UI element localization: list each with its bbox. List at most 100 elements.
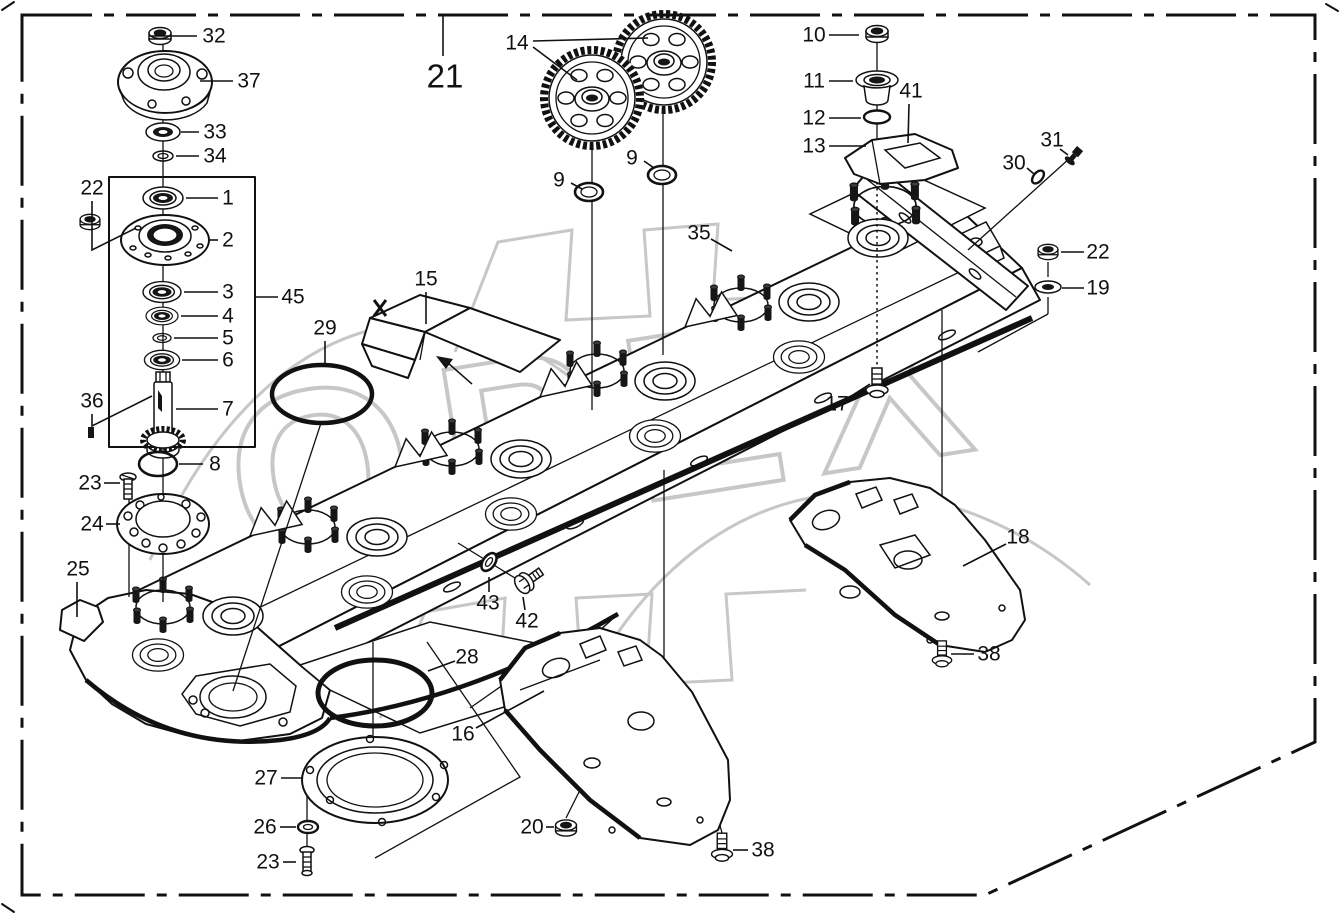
callout-6: 6 [222, 349, 234, 372]
callout-22-left: 22 [80, 177, 103, 200]
leader-line-30 [1026, 167, 1035, 175]
callout-17: 17 [825, 393, 848, 416]
callout-4: 4 [222, 305, 234, 328]
bar-inner-edge [174, 254, 996, 649]
callout-28: 28 [455, 646, 478, 669]
callout-sheet-21: 21 [427, 58, 464, 95]
callout-3: 3 [222, 281, 234, 304]
part-nut-10 [865, 24, 889, 44]
part-washer-19 [1034, 280, 1062, 294]
leader-line-36 [91, 395, 153, 428]
callout-1: 1 [222, 187, 234, 210]
callout-43: 43 [476, 592, 499, 615]
part-ring-9-left [573, 181, 605, 203]
leader-line-17 [847, 383, 871, 399]
part-screw-23-lower [299, 845, 315, 877]
cutter-bar [59, 163, 1041, 744]
callout-9-left: 9 [553, 169, 565, 192]
leader-line-31 [1059, 148, 1069, 156]
callout-37: 37 [237, 70, 260, 93]
callout-18: 18 [1006, 526, 1029, 549]
callout-27: 27 [254, 767, 277, 790]
part-gear-14-left [540, 46, 644, 150]
callout-5: 5 [222, 327, 234, 350]
callout-42: 42 [515, 610, 538, 633]
part-flange-hub-37 [117, 50, 213, 121]
part-skid-plate-16 [498, 627, 731, 846]
part-screw-38-bottom [710, 832, 734, 862]
part-washer-43 [480, 551, 498, 573]
exploded-parts [79, 10, 1084, 877]
knife-back-rail [333, 315, 1034, 631]
part-skid-plate-18 [788, 477, 1026, 653]
callout-23-lower: 23 [256, 851, 279, 874]
part-bearing-1 [142, 186, 184, 210]
callout-38-bottom: 38 [751, 839, 774, 862]
callout-8: 8 [209, 453, 221, 476]
part-bolt-42 [513, 567, 545, 595]
part-bearing-6 [143, 349, 181, 371]
callout-29: 29 [313, 317, 336, 340]
part-bearing-3 [142, 280, 182, 304]
part-nut-22-left [79, 213, 101, 231]
callout-34: 34 [203, 145, 227, 168]
part-oring-26 [296, 819, 320, 835]
callout-7: 7 [222, 398, 234, 421]
bar-slots [442, 329, 957, 593]
callout-11: 11 [803, 70, 825, 93]
callout-13: 13 [802, 135, 825, 158]
leader-line-35 [710, 238, 733, 252]
part-nut-22-right [1037, 243, 1059, 261]
callout-36: 36 [80, 390, 103, 413]
callout-26: 26 [253, 816, 276, 839]
part-pin-36 [88, 427, 94, 438]
callout-15: 15 [414, 268, 437, 291]
leader-line-9-left [570, 182, 583, 190]
callout-32: 32 [202, 25, 225, 48]
callout-2: 2 [222, 229, 234, 252]
part-ring-30 [1030, 169, 1046, 185]
callout-45: 45 [281, 286, 304, 309]
part-grease-fitting-31 [1064, 146, 1084, 166]
callout-25: 25 [66, 558, 89, 581]
callout-19: 19 [1086, 277, 1109, 300]
leader-line-28 [427, 660, 456, 672]
part-oring-29 [269, 362, 375, 426]
part-gear-shaft-7 [140, 371, 186, 459]
part-clamp-bracket-15 [361, 294, 561, 385]
callout-20: 20 [520, 816, 543, 839]
part-nut-20 [554, 819, 578, 837]
leader-line-14-1 [532, 37, 649, 42]
part-oring-28 [315, 657, 435, 729]
callout-31: 31 [1040, 129, 1063, 152]
skid-point-25 [59, 599, 104, 642]
callout-14: 14 [505, 32, 529, 55]
part-oring-12 [862, 109, 892, 125]
part-bushing-11 [855, 70, 899, 106]
part-bearing-4 [145, 306, 179, 326]
part-screw-23-upper [119, 472, 137, 500]
part-washer-33 [145, 122, 181, 142]
callout-16: 16 [451, 723, 474, 746]
callout-41: 41 [899, 80, 922, 103]
part-bracket-41 [844, 133, 959, 185]
leader-line-14 [532, 46, 578, 81]
watermark-knife-band-top [453, 222, 791, 353]
callout-38-right: 38 [977, 643, 1000, 666]
callout-33: 33 [203, 121, 226, 144]
callout-12: 12 [802, 107, 825, 130]
left-end-shoe [59, 589, 620, 744]
part-snap-ring-5 [152, 332, 172, 344]
leader-line-18 [962, 543, 1007, 567]
leader-line-16 [475, 690, 545, 729]
leader-line-9-right [643, 160, 655, 169]
part-cover-ring-27 [301, 734, 449, 827]
callout-10: 10 [802, 24, 825, 47]
part-oring-8 [137, 450, 179, 478]
leader-line-22-left [91, 201, 137, 252]
callout-24: 24 [80, 513, 104, 536]
